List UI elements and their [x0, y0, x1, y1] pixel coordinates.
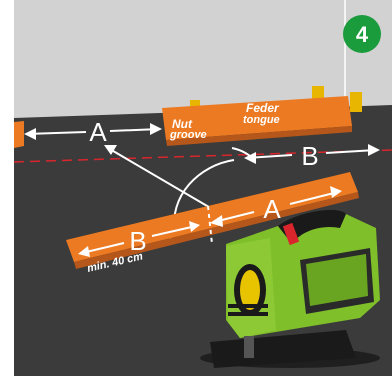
label-a-left: A — [89, 117, 107, 147]
step-badge: 4 — [343, 15, 381, 53]
label-b-board: B — [129, 226, 146, 256]
nut-label: Nut — [172, 117, 193, 131]
arrow-a-left: A — [24, 117, 162, 147]
step-number: 4 — [356, 22, 369, 47]
tongue-label: tongue — [243, 114, 280, 126]
jigsaw-icon — [200, 210, 380, 368]
cut-mark — [207, 205, 213, 245]
curved-arrow-icon — [231, 147, 255, 161]
arrow-b-right: B — [244, 141, 380, 171]
groove-label: groove — [169, 129, 207, 141]
label-a-center: A — [263, 194, 281, 224]
floor-edge — [0, 0, 14, 376]
feder-label: Feder — [246, 101, 280, 115]
left-board-stub — [14, 121, 24, 148]
diagonal-arrow — [104, 145, 215, 211]
spacer-wedge — [350, 92, 362, 112]
board-b-arrow: B — [78, 221, 200, 257]
board-top: Nut groove Feder tongue — [162, 96, 352, 146]
board-a-arrow: A — [210, 186, 342, 227]
label-b-right: B — [301, 141, 318, 171]
board-bottom: B min. 40 cm A — [66, 172, 359, 275]
